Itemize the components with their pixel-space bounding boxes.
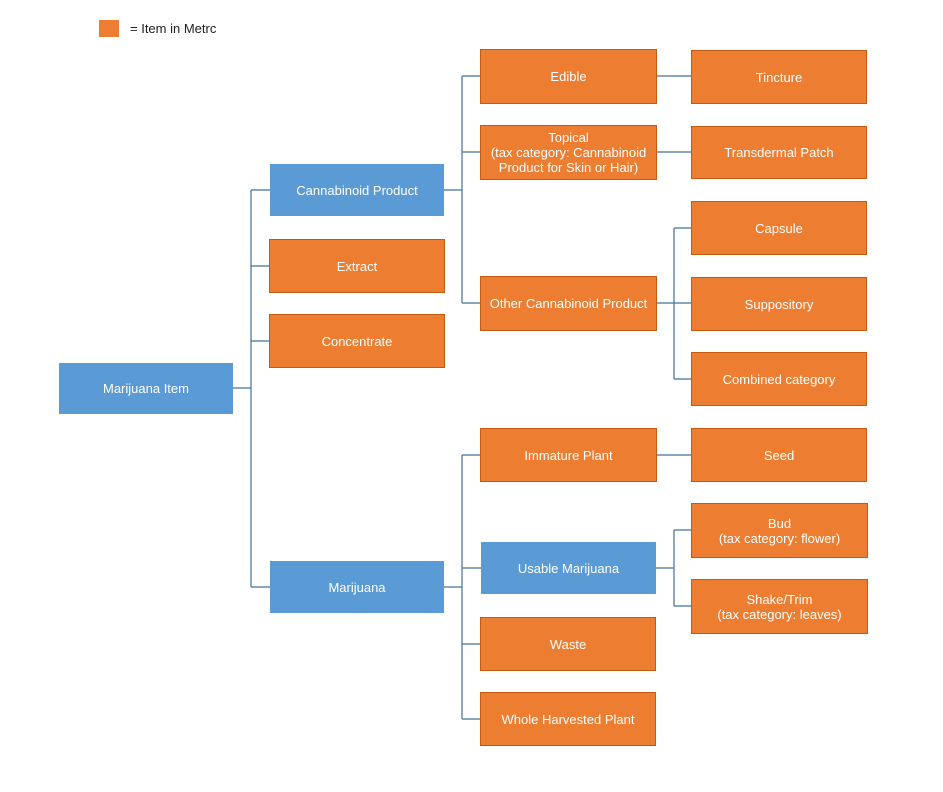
node-waste: Waste bbox=[480, 617, 656, 671]
node-transdermal-patch: Transdermal Patch bbox=[691, 126, 867, 179]
node-tincture: Tincture bbox=[691, 50, 867, 104]
node-other-cannabinoid-product: Other Cannabinoid Product bbox=[480, 276, 657, 331]
node-suppository: Suppository bbox=[691, 277, 867, 331]
node-edible: Edible bbox=[480, 49, 657, 104]
legend-swatch bbox=[99, 20, 119, 37]
node-usable-marijuana: Usable Marijuana bbox=[481, 542, 656, 594]
node-extract: Extract bbox=[269, 239, 445, 293]
node-marijuana: Marijuana bbox=[270, 561, 444, 613]
node-bud: Bud (tax category: flower) bbox=[691, 503, 868, 558]
link-other-trunk bbox=[656, 227, 692, 380]
link-root-trunk bbox=[233, 189, 270, 588]
node-seed: Seed bbox=[691, 428, 867, 482]
node-concentrate: Concentrate bbox=[269, 314, 445, 368]
link-marijuana-trunk bbox=[444, 454, 481, 720]
node-combined-category: Combined category bbox=[691, 352, 867, 406]
node-marijuana-item: Marijuana Item bbox=[59, 363, 233, 414]
node-capsule: Capsule bbox=[691, 201, 867, 255]
link-usable-trunk bbox=[656, 529, 692, 607]
legend-label: = Item in Metrc bbox=[130, 21, 217, 36]
node-immature-plant: Immature Plant bbox=[480, 428, 657, 482]
link-cannabinoid-trunk bbox=[444, 75, 481, 304]
node-topical: Topical (tax category: Cannabinoid Produ… bbox=[480, 125, 657, 180]
node-shake-trim: Shake/Trim (tax category: leaves) bbox=[691, 579, 868, 634]
node-whole-harvested-plant: Whole Harvested Plant bbox=[480, 692, 656, 746]
node-cannabinoid-product: Cannabinoid Product bbox=[270, 164, 444, 216]
